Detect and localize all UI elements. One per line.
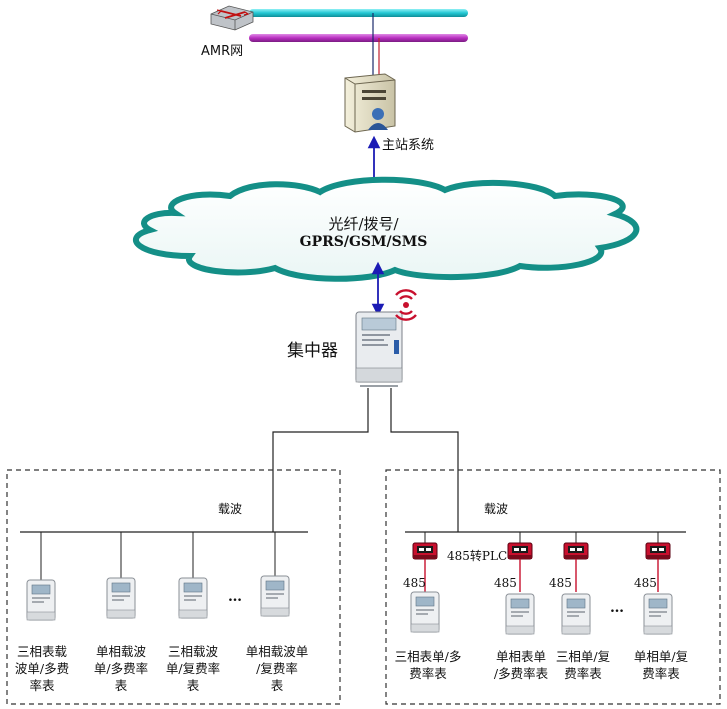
meter-label: 单相表单 /多费率表 xyxy=(493,649,549,681)
rs485-label: 485 xyxy=(403,576,426,590)
meter-label: 三相表载 波单/多费 率表 xyxy=(14,644,70,693)
electric-meter-icon xyxy=(260,575,290,617)
router-icon xyxy=(210,5,254,31)
485-to-plc-adapter-icon xyxy=(412,542,438,560)
electric-meter-icon xyxy=(410,591,440,633)
meter-label: 三相单/复 费率表 xyxy=(555,649,611,681)
rs485-label: 485 xyxy=(549,576,572,590)
rs485-label: 485 xyxy=(494,576,517,590)
amr-bus-cyan xyxy=(249,9,468,17)
concentrator-label: 集中器 xyxy=(287,341,338,361)
electric-meter-icon xyxy=(26,579,56,621)
right-carrier-label: 载波 xyxy=(484,502,509,516)
meter-label: 单相载波 单/多费率 表 xyxy=(93,644,149,693)
more-meters-ellipsis: … xyxy=(610,600,624,616)
link-concentrator-right xyxy=(390,388,459,532)
plc-converter-label: 485转PLC xyxy=(447,549,508,563)
485-to-plc-adapter-icon xyxy=(563,542,589,560)
right-group-box xyxy=(385,469,721,705)
server-user-icon xyxy=(344,73,396,133)
meter-label: 三相表单/多 费率表 xyxy=(394,649,462,681)
concentrator-device-icon xyxy=(355,311,403,387)
485-to-plc-adapter-icon xyxy=(507,542,533,560)
amr-network-label: AMR网 xyxy=(201,44,244,59)
electric-meter-icon xyxy=(505,593,535,635)
left-carrier-label: 载波 xyxy=(218,502,243,516)
wireless-signal-icon xyxy=(395,289,417,321)
amr-bus-purple xyxy=(249,34,468,42)
485-to-plc-adapter-icon xyxy=(645,542,671,560)
cloud-label-wireless: GPRS/GSM/SMS xyxy=(299,234,428,250)
meter-label: 单相载波单 /复费率 表 xyxy=(245,644,309,693)
electric-meter-icon xyxy=(561,593,591,635)
meter-label: 单相单/复 费率表 xyxy=(633,649,689,681)
electric-meter-icon xyxy=(643,593,673,635)
communication-cloud xyxy=(133,176,640,282)
electric-meter-icon xyxy=(178,577,208,619)
electric-meter-icon xyxy=(106,577,136,619)
left-group-box xyxy=(6,469,341,705)
rs485-label: 485 xyxy=(634,576,657,590)
master-station-label: 主站系统 xyxy=(382,138,435,153)
cloud-label-channels: 光纤/拨号/ xyxy=(328,215,399,233)
meter-label: 三相载波 单/复费率 表 xyxy=(165,644,221,693)
link-concentrator-left xyxy=(272,388,369,532)
more-meters-ellipsis: … xyxy=(228,589,242,605)
